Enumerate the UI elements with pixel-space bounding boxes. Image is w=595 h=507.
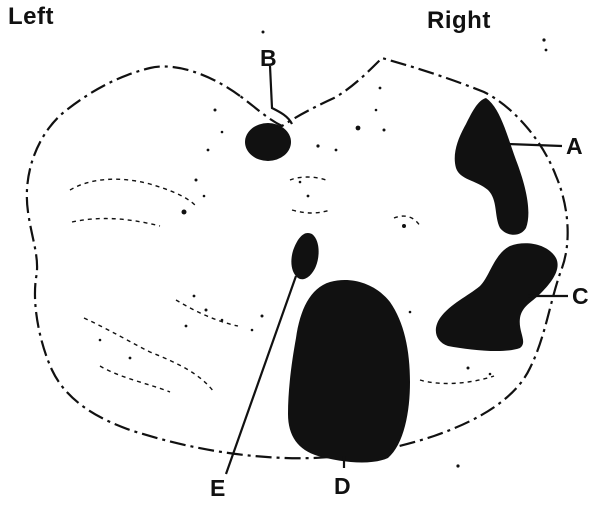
leader-line-e <box>226 276 296 474</box>
marker-c: C <box>572 283 589 309</box>
marker-e: E <box>210 475 225 501</box>
marker-a: A <box>566 133 583 159</box>
internal-structure-traces <box>70 177 494 392</box>
left-side-label: Left <box>8 5 54 29</box>
lesion-c <box>436 243 558 351</box>
lesion-b <box>245 123 291 161</box>
right-side-label: Right <box>427 9 491 33</box>
lesion-a <box>455 98 529 235</box>
leader-line-a <box>508 144 562 146</box>
leader-line-b <box>270 66 292 124</box>
lesion-d <box>288 280 410 462</box>
marker-d: D <box>334 473 351 499</box>
lesion-e <box>291 233 318 279</box>
marker-b: B <box>260 45 277 71</box>
